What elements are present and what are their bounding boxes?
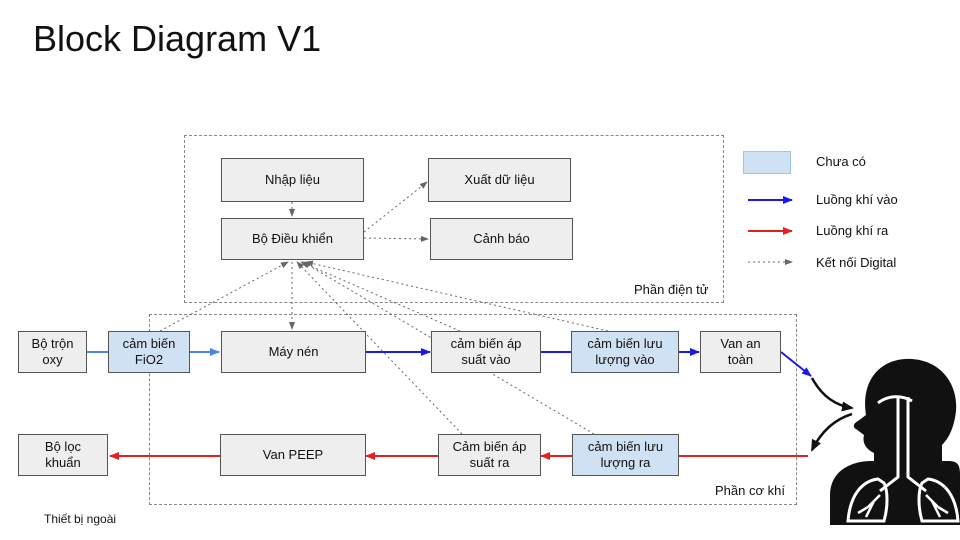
legend-not-available-swatch <box>743 151 791 174</box>
fio2-sensor-block: cảm biến FiO2 <box>108 331 190 373</box>
mechanical-group <box>149 314 797 505</box>
input-block: Nhập liệu <box>221 158 364 202</box>
exhale-arrow <box>810 412 853 452</box>
bacteria-filter-block: Bộ lọc khuẩn <box>18 434 108 476</box>
oxygen-mixer-block: Bộ trộn oxy <box>18 331 87 373</box>
legend-digital-label: Kết nối Digital <box>816 255 897 270</box>
inhale-arrow <box>810 377 854 412</box>
inlet-pressure-sensor-block: cảm biến áp suất vào <box>431 331 541 373</box>
compressor-block: Máy nén <box>221 331 366 373</box>
digital-link-fio2-controller <box>159 261 289 332</box>
outlet-flow-sensor-block: cảm biến lưu lượng ra <box>572 434 679 476</box>
external-devices-label: Thiết bị ngoài <box>44 512 117 526</box>
alarm-block: Cảnh báo <box>430 218 573 260</box>
mechanical-group-label: Phần cơ khí <box>715 483 785 498</box>
patient-lungs-icon <box>830 358 960 525</box>
electronics-group <box>184 135 724 303</box>
digital-link-controller-output <box>363 181 428 233</box>
inflow-valve-patient <box>780 351 812 377</box>
safety-valve-block: Van an toàn <box>700 331 781 373</box>
legend-not-available-label: Chưa có <box>816 154 866 169</box>
electronics-group-label: Phần điện tử <box>634 282 709 297</box>
digital-link-inlet-flow-controller <box>305 260 609 332</box>
legend-outflow-label: Luồng khí ra <box>816 223 889 238</box>
controller-block: Bộ Điều khiển <box>221 218 364 260</box>
page-title: Block Diagram V1 <box>33 18 322 59</box>
digital-link-controller-alarm <box>363 235 429 242</box>
inlet-flow-sensor-block: cảm biến lưu lượng vào <box>571 331 679 373</box>
digital-link-inlet-pressure-controller <box>300 261 461 332</box>
outlet-pressure-sensor-block: Cảm biến áp suất ra <box>438 434 541 476</box>
legend-inflow-label: Luồng khí vào <box>816 192 898 207</box>
peep-valve-block: Van PEEP <box>220 434 366 476</box>
digital-link-outlet-flow-controller <box>302 261 595 435</box>
output-block: Xuất dữ liệu <box>428 158 571 202</box>
